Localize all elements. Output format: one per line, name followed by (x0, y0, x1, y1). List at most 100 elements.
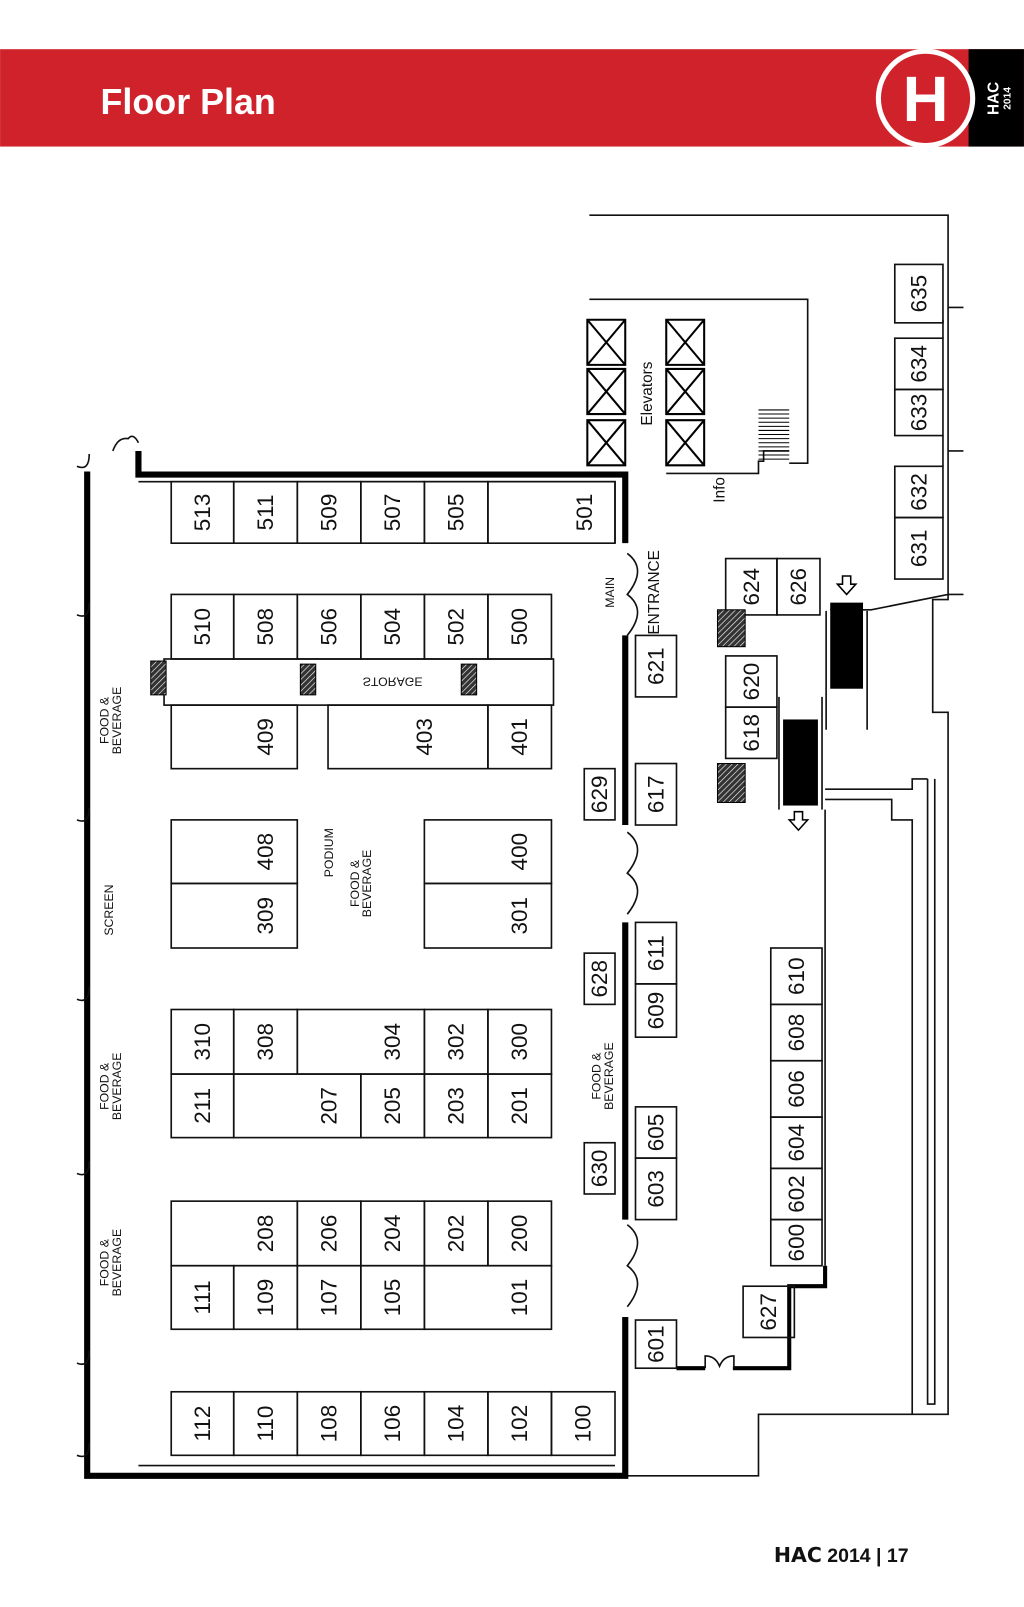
booth-506[interactable]: 506 (296, 593, 362, 660)
booth-111[interactable]: 111 (170, 1264, 235, 1331)
booth-621[interactable]: 621 (634, 634, 678, 698)
booth-108[interactable]: 108 (296, 1390, 362, 1457)
elevator-icon (665, 367, 706, 416)
booth-400[interactable]: 400 (423, 819, 553, 885)
main-entrance-label: MAIN (603, 577, 617, 608)
booth-204[interactable]: 204 (360, 1200, 426, 1267)
booth-107[interactable]: 107 (296, 1264, 362, 1331)
booth-635[interactable]: 635 (893, 263, 944, 324)
booth-510[interactable]: 510 (170, 593, 235, 660)
doors (76, 435, 735, 1458)
booth-206[interactable]: 206 (296, 1200, 362, 1267)
booth-511[interactable]: 511 (232, 480, 299, 545)
booth-502[interactable]: 502 (423, 593, 489, 660)
booth-304[interactable]: 304 (296, 1008, 426, 1075)
booth-620[interactable]: 620 (724, 655, 778, 708)
booth-504[interactable]: 504 (360, 593, 426, 660)
booth-208[interactable]: 208 (170, 1200, 299, 1267)
booth-610[interactable]: 610 (769, 947, 823, 1006)
booth-308[interactable]: 308 (232, 1008, 299, 1075)
booth-603[interactable]: 603 (634, 1157, 678, 1221)
booth-629[interactable]: 629 (583, 767, 616, 821)
booth-207[interactable]: 207 (232, 1073, 362, 1139)
booth-509[interactable]: 509 (296, 480, 362, 545)
booth-600[interactable]: 600 (769, 1218, 823, 1267)
booth-631[interactable]: 631 (893, 516, 944, 580)
booth-601[interactable]: 601 (634, 1319, 678, 1370)
booth-409[interactable]: 409 (170, 704, 299, 770)
booth-number: 601 (643, 1325, 668, 1363)
booth-309[interactable]: 309 (170, 882, 299, 949)
main-hall-walls (84, 450, 828, 1479)
booth-number: 501 (572, 494, 597, 532)
booth-403[interactable]: 403 (327, 704, 489, 770)
booth-number: 600 (784, 1224, 809, 1262)
elevator-icon (586, 419, 627, 467)
booth-number: 504 (380, 608, 405, 646)
booth-633[interactable]: 633 (893, 388, 944, 437)
elevators-label: Elevators (639, 361, 656, 425)
booth-300[interactable]: 300 (487, 1008, 553, 1075)
booth-109[interactable]: 109 (232, 1264, 299, 1331)
booth-609[interactable]: 609 (634, 983, 678, 1038)
booth-634[interactable]: 634 (893, 337, 944, 391)
booth-604[interactable]: 604 (769, 1116, 823, 1170)
booth-513[interactable]: 513 (170, 480, 235, 545)
booth-outline (423, 882, 553, 949)
booth-611[interactable]: 611 (634, 921, 678, 985)
booth-627[interactable]: 627 (742, 1285, 796, 1339)
booth-100[interactable]: 100 (550, 1390, 616, 1457)
booth-606[interactable]: 606 (769, 1059, 823, 1118)
booth-number: 300 (507, 1023, 532, 1061)
booth-number: 403 (412, 718, 437, 756)
podium-food-beverage-label: FOOD &BEVERAGE (348, 850, 374, 918)
booth-104[interactable]: 104 (423, 1390, 489, 1457)
booth-106[interactable]: 106 (360, 1390, 426, 1457)
booth-112[interactable]: 112 (170, 1390, 235, 1457)
booth-200[interactable]: 200 (487, 1200, 553, 1267)
booth-101[interactable]: 101 (423, 1264, 553, 1331)
booth-508[interactable]: 508 (232, 593, 299, 660)
booth-110[interactable]: 110 (232, 1390, 299, 1457)
booth-outline (170, 882, 299, 949)
info-label: Info (712, 477, 729, 503)
booth-608[interactable]: 608 (769, 1003, 823, 1062)
booth-202[interactable]: 202 (423, 1200, 489, 1267)
booth-630[interactable]: 630 (583, 1141, 616, 1195)
booth-102[interactable]: 102 (487, 1390, 553, 1457)
booth-203[interactable]: 203 (423, 1073, 489, 1139)
booth-number: 201 (507, 1087, 532, 1125)
booth-211[interactable]: 211 (170, 1073, 235, 1139)
booth-number: 630 (587, 1150, 612, 1188)
booth-507[interactable]: 507 (360, 480, 426, 545)
booth-number: 109 (253, 1279, 278, 1317)
booth-618[interactable]: 618 (724, 706, 778, 760)
booth-617[interactable]: 617 (634, 762, 678, 826)
booth-outline (583, 1141, 616, 1195)
booth-401[interactable]: 401 (487, 704, 553, 770)
booth-310[interactable]: 310 (170, 1008, 235, 1075)
booth-number: 301 (507, 897, 532, 935)
booth-626[interactable]: 626 (776, 557, 821, 616)
booth-624[interactable]: 624 (724, 557, 778, 616)
booth-501[interactable]: 501 (487, 480, 616, 545)
booth-201[interactable]: 201 (487, 1073, 553, 1139)
booth-500[interactable]: 500 (487, 593, 553, 660)
booth-205[interactable]: 205 (360, 1073, 426, 1139)
booth-602[interactable]: 602 (769, 1167, 823, 1221)
booth-301[interactable]: 301 (423, 882, 553, 949)
booth-number: 513 (190, 494, 215, 532)
booth-505[interactable]: 505 (423, 480, 489, 545)
booth-number: 509 (317, 494, 342, 532)
elevator-bank (586, 318, 706, 467)
booth-605[interactable]: 605 (634, 1106, 678, 1159)
booth-632[interactable]: 632 (893, 465, 944, 519)
booth-number: 204 (380, 1215, 405, 1253)
booth-628[interactable]: 628 (583, 952, 616, 1006)
booth-outline (487, 1073, 553, 1139)
booth-number: 202 (444, 1215, 469, 1253)
booth-302[interactable]: 302 (423, 1008, 489, 1075)
booth-outline (170, 1200, 299, 1267)
booth-105[interactable]: 105 (360, 1264, 426, 1331)
booth-408[interactable]: 408 (170, 819, 299, 885)
